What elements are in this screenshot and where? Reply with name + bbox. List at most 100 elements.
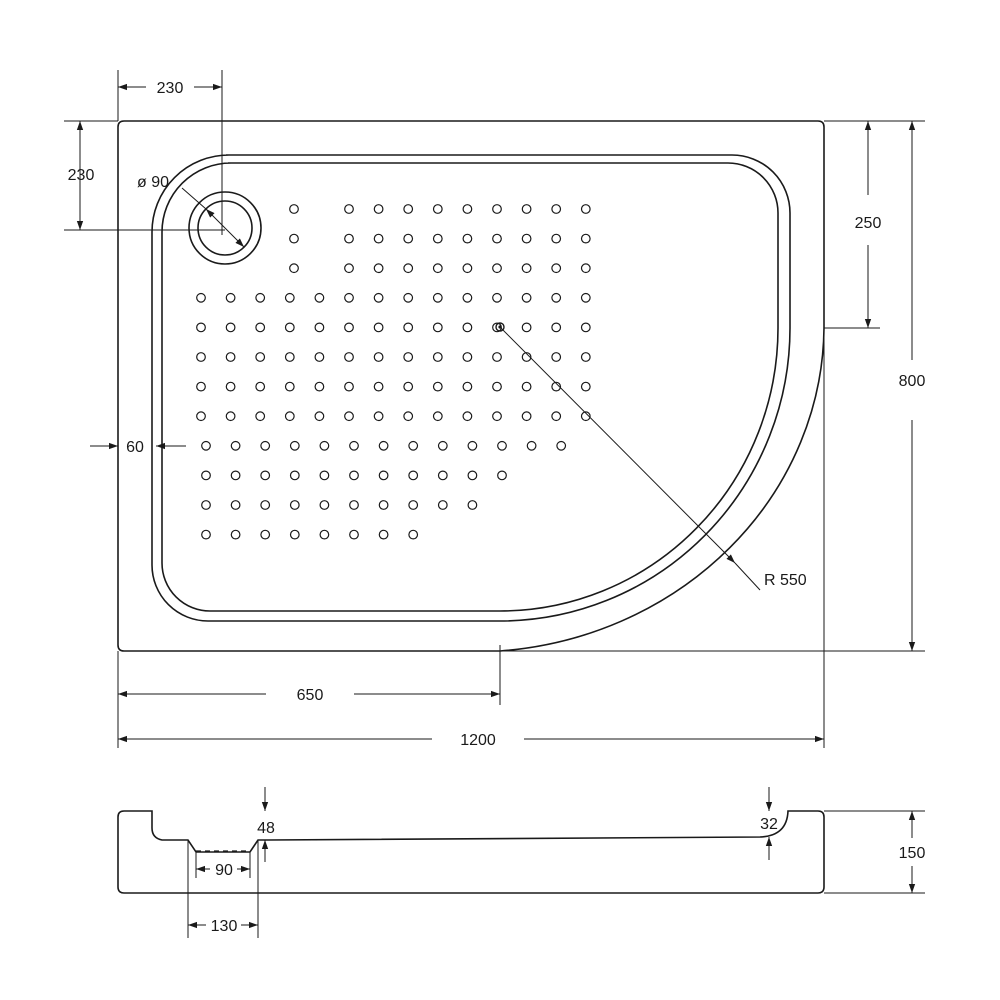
anti-slip-dot: [284, 352, 295, 362]
anti-slip-dot: [260, 529, 271, 540]
anti-slip-dot: [378, 500, 389, 510]
anti-slip-dot: [580, 322, 591, 333]
anti-slip-dot: [196, 381, 206, 392]
drain-outer-ring: [188, 191, 262, 265]
anti-slip-dot: [521, 322, 532, 333]
anti-slip-dot: [437, 500, 448, 510]
anti-slip-dot: [403, 263, 414, 274]
anti-slip-dot: [408, 440, 419, 451]
side-view: 48 32 90 130 150: [117, 787, 926, 938]
anti-slip-dot: [344, 411, 354, 422]
anti-slip-dot: [462, 381, 473, 392]
dim-60-label: 60: [126, 439, 144, 456]
dim-48-label: 48: [257, 820, 275, 837]
anti-slip-dot: [319, 500, 330, 510]
anti-slip-dot: [349, 500, 359, 510]
anti-slip-dot: [432, 292, 443, 303]
anti-slip-dot: [492, 292, 502, 303]
anti-slip-dot: [432, 411, 443, 422]
anti-slip-dot: [344, 352, 354, 362]
anti-slip-dot: [497, 440, 507, 451]
anti-slip-dot: [284, 411, 295, 422]
dim-1200-label: 1200: [460, 732, 496, 749]
anti-slip-dot: [344, 292, 354, 303]
anti-slip-dot: [556, 440, 567, 451]
anti-slip-dot: [255, 352, 266, 362]
anti-slip-dot: [462, 292, 473, 303]
tray-side-profile: [117, 810, 825, 894]
anti-slip-dot: [225, 292, 236, 303]
dim-130-label: 130: [211, 918, 238, 935]
anti-slip-dot: [344, 233, 354, 244]
anti-slip-dot: [373, 381, 384, 392]
anti-slip-dot: [289, 529, 300, 540]
anti-slip-dot: [467, 500, 478, 510]
anti-slip-dot: [349, 529, 359, 540]
anti-slip-dot: [289, 440, 300, 451]
anti-slip-dot: [521, 352, 532, 362]
anti-slip-dot: [432, 322, 443, 333]
anti-slip-dot: [492, 352, 502, 362]
anti-slip-dot: [289, 470, 300, 481]
anti-slip-dot: [378, 470, 389, 481]
anti-slip-dot: [260, 500, 271, 510]
dim-650-label: 650: [297, 687, 324, 704]
anti-slip-dot: [462, 233, 473, 244]
anti-slip-dot: [492, 411, 502, 422]
anti-slip-dot: [521, 381, 532, 392]
anti-slip-dot: [373, 204, 384, 214]
anti-slip-dot: [462, 322, 473, 333]
anti-slip-dot: [284, 381, 295, 392]
anti-slip-dot: [403, 204, 414, 214]
tray-outer-contour: [117, 120, 825, 652]
anti-slip-dot: [492, 233, 502, 244]
anti-slip-dot: [462, 411, 473, 422]
anti-slip-dot: [349, 440, 359, 451]
drain-diameter-label: ø 90: [137, 174, 169, 191]
anti-slip-dot: [319, 470, 330, 481]
anti-slip-dot: [201, 529, 211, 540]
anti-slip-dot: [196, 352, 206, 362]
anti-slip-dot: [403, 322, 414, 333]
anti-slip-dot: [314, 292, 325, 303]
anti-slip-dot: [521, 204, 532, 214]
anti-slip-dot: [462, 352, 473, 362]
anti-slip-dot: [521, 411, 532, 422]
anti-slip-dot: [314, 411, 325, 422]
anti-slip-dot: [230, 470, 241, 481]
anti-slip-dot: [432, 233, 443, 244]
anti-slip-dot: [492, 204, 502, 214]
anti-slip-dot: [551, 381, 562, 392]
top-view: ø 90 R 550 230 230 250 800 60: [64, 70, 925, 749]
radius-line: [499, 326, 736, 564]
dim-32-label: 32: [760, 816, 778, 833]
anti-slip-dot: [580, 233, 591, 244]
anti-slip-dot: [344, 263, 354, 274]
anti-slip-dot: [284, 292, 295, 303]
anti-slip-dot: [526, 440, 537, 451]
anti-slip-dot: [225, 352, 236, 362]
anti-slip-dot: [403, 411, 414, 422]
anti-slip-dot: [551, 411, 562, 422]
anti-slip-dot: [580, 204, 591, 214]
anti-slip-dot: [403, 233, 414, 244]
anti-slip-dot: [437, 440, 448, 451]
anti-slip-dot: [230, 440, 241, 451]
anti-slip-dot: [201, 440, 211, 451]
anti-slip-dot: [408, 470, 419, 481]
dim-800-label: 800: [899, 373, 926, 390]
drain-diameter-leader: [181, 187, 207, 210]
dim-250-label: 250: [855, 215, 882, 232]
anti-slip-dot: [580, 411, 591, 422]
dim-150-label: 150: [899, 845, 926, 862]
anti-slip-dot: [289, 233, 299, 244]
anti-slip-dot: [255, 381, 266, 392]
anti-slip-dot: [319, 440, 330, 451]
anti-slip-dot: [260, 470, 271, 481]
anti-slip-dot: [492, 263, 502, 274]
anti-slip-dot: [551, 292, 562, 303]
anti-slip-dot: [225, 411, 236, 422]
anti-slip-dot: [467, 440, 478, 451]
anti-slip-dot: [521, 263, 532, 274]
